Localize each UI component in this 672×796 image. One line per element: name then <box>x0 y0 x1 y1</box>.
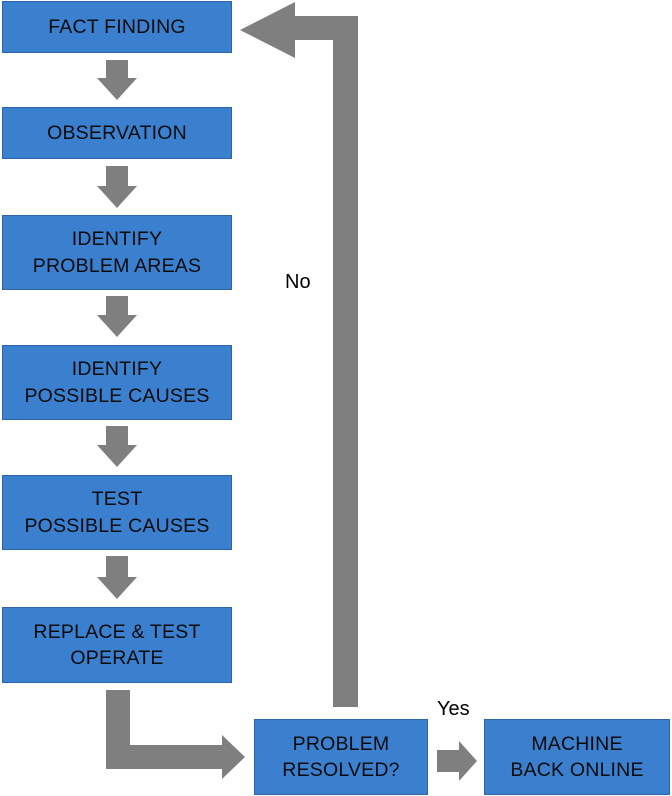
observation-box: OBSERVATION <box>2 107 232 159</box>
machine-back-online-box: MACHINE BACK ONLINE <box>484 719 670 795</box>
identify-problem-areas-box: IDENTIFY PROBLEM AREAS <box>2 215 232 290</box>
arrow-yes <box>437 741 477 781</box>
arrow-down-4 <box>97 426 137 467</box>
problem-resolved-box: PROBLEM RESOLVED? <box>254 719 428 795</box>
identify-problem-areas-line1: IDENTIFY <box>71 228 163 251</box>
arrow-no-loop <box>240 2 358 707</box>
test-possible-causes-line1: TEST <box>91 488 143 511</box>
arrow-down-2 <box>97 166 137 208</box>
replace-test-operate-box: REPLACE & TEST OPERATE <box>2 607 232 683</box>
arrow-elbow-to-resolved <box>106 690 245 779</box>
arrow-down-5 <box>97 556 137 599</box>
arrow-down-1 <box>97 60 137 100</box>
identify-possible-causes-line1: IDENTIFY <box>71 358 163 381</box>
replace-test-operate-line2: OPERATE <box>70 647 164 669</box>
identify-problem-areas-line2: PROBLEM AREAS <box>32 254 202 277</box>
problem-resolved-line1: PROBLEM <box>292 732 390 755</box>
identify-possible-causes-line2: POSSIBLE CAUSES <box>24 384 210 407</box>
arrow-down-3 <box>97 296 137 337</box>
observation-text: OBSERVATION <box>47 121 187 144</box>
machine-back-online-line2: BACK ONLINE <box>510 759 644 781</box>
fact-finding-box: FACT FINDING <box>2 1 232 53</box>
test-possible-causes-box: TEST POSSIBLE CAUSES <box>2 475 232 550</box>
replace-test-operate-line1: REPLACE & TEST <box>33 620 201 643</box>
identify-possible-causes-box: IDENTIFY POSSIBLE CAUSES <box>2 345 232 420</box>
fact-finding-text: FACT FINDING <box>48 15 186 38</box>
no-label: No <box>285 271 311 293</box>
problem-resolved-line2: RESOLVED? <box>282 759 400 781</box>
test-possible-causes-line2: POSSIBLE CAUSES <box>24 514 210 537</box>
yes-label: Yes <box>437 698 470 720</box>
machine-back-online-line1: MACHINE <box>531 732 623 755</box>
